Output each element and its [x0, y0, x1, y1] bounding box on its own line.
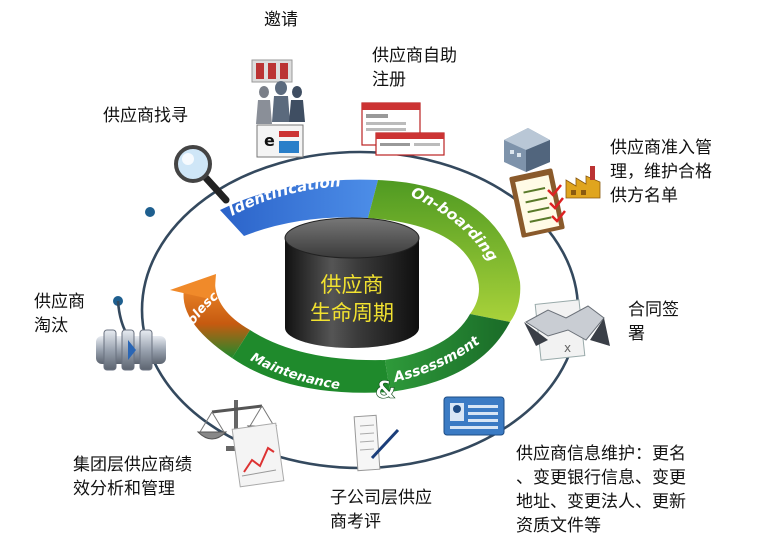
- lifecycle-cylinder: 供应商 生命周期: [284, 217, 420, 348]
- ring-start-dot: [145, 207, 155, 217]
- people-icon: [251, 59, 305, 124]
- contract-label: 合同签 署: [628, 300, 679, 344]
- building-icon: [504, 128, 550, 172]
- sub-eval-label: 子公司层供应 商考评: [330, 488, 432, 532]
- search-label: 供应商找寻: [103, 106, 188, 126]
- pipe-valve-icon: [96, 329, 166, 371]
- handshake-icon: x: [524, 299, 610, 361]
- elimination-label: 供应商 淘汰: [34, 292, 85, 336]
- maintenance-arc: [232, 330, 390, 393]
- magnifier-icon: [174, 145, 230, 204]
- assessment-arc: [385, 314, 510, 392]
- chart-icon: [231, 422, 285, 488]
- identification-arc: [220, 179, 378, 236]
- factory-icon: [565, 166, 601, 199]
- svg-text:e: e: [264, 131, 275, 150]
- email-icon: e: [256, 124, 304, 158]
- info-maintain-label: 供应商信息维护：更名 、变更银行信息、变更 地址、变更法人、更新 资质文件等: [516, 444, 686, 536]
- svg-text:x: x: [564, 341, 571, 355]
- onboarding-arc: [368, 180, 521, 322]
- document-pen-icon: [353, 414, 400, 472]
- checklist-icon: [509, 168, 566, 238]
- id-card-icon: [443, 396, 505, 436]
- admission-label: 供应商准入管 理，维护合格 供方名单: [610, 138, 712, 206]
- self-register-label: 供应商自助 注册: [372, 46, 457, 90]
- registration-form-icon: [361, 102, 445, 156]
- center-title-line1: 供应商: [321, 273, 384, 297]
- group-eval-label: 集团层供应商绩 效分析和管理: [73, 455, 192, 499]
- center-title-line2: 生命周期: [310, 301, 394, 325]
- ampersand-label: &: [375, 376, 396, 404]
- invite-label: 邀请: [264, 10, 298, 30]
- obsolescence-arrow-tip: [170, 274, 216, 300]
- obsolescence-arc: [183, 282, 250, 358]
